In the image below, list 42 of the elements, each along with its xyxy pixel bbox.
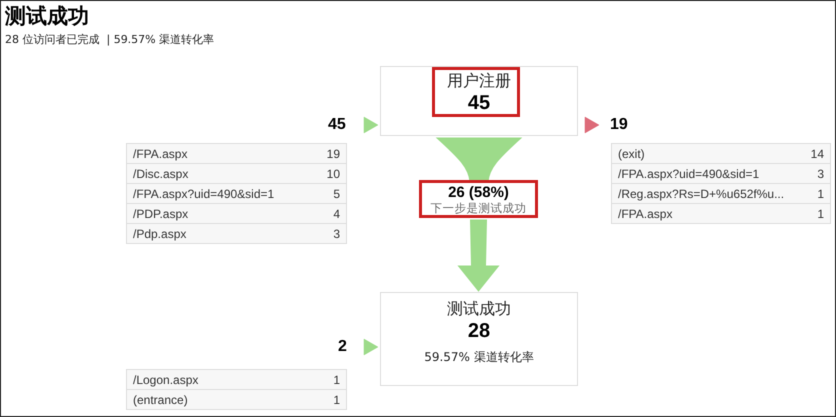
step-name: 用户注册 <box>446 71 512 91</box>
page-path-cell: /Logon.aspx <box>126 370 304 390</box>
exit-arrow <box>584 116 600 134</box>
page-path-cell: (entrance) <box>126 390 304 410</box>
step-name: 测试成功 <box>446 299 512 319</box>
page-path-cell: /Pdp.aspx <box>126 224 315 244</box>
visit-count-cell: 1 <box>802 204 830 224</box>
edge-label: 19 <box>610 116 628 134</box>
conversion-rate: 59.57% 渠道转化率 <box>423 349 535 365</box>
conversion-count: 26 (58%) <box>447 184 510 201</box>
page-path-cell: /Disc.aspx <box>126 164 315 184</box>
page-path-cell: /Reg.aspx?Rs=D+%u652f%u... <box>612 184 803 204</box>
visit-count-cell: 19 <box>314 144 346 164</box>
page-path-cell: /FPA.aspx?uid=490&sid=1 <box>612 164 803 184</box>
edge-label: 45 <box>328 116 346 134</box>
visit-count-cell: 1 <box>802 184 830 204</box>
visit-count-cell: 4 <box>314 204 346 224</box>
subtitle: 28 位访问者已完成 | 59.57% 渠道转化率 <box>5 32 214 47</box>
visit-count-cell: 3 <box>802 164 830 184</box>
page-path-cell: (exit) <box>612 144 803 164</box>
page-path-cell: /PDP.aspx <box>126 204 315 224</box>
entry-arrow <box>364 116 378 134</box>
visitor-count: 28 <box>466 319 492 343</box>
visit-count-cell: 1 <box>303 370 346 390</box>
next-step-note: 下一步是测试成功 <box>430 201 528 215</box>
flow-summary-box <box>419 180 538 218</box>
visit-count-cell: 1 <box>303 390 346 410</box>
page-path-cell: /FPA.aspx <box>612 204 803 224</box>
visit-count-cell: 5 <box>314 184 346 204</box>
edge-label: 2 <box>338 338 347 356</box>
step-box <box>380 66 578 136</box>
visit-count-cell: 10 <box>314 164 346 184</box>
entry-arrow <box>364 338 378 356</box>
visit-count-cell: 14 <box>802 144 830 164</box>
funnel-arrow <box>457 220 500 292</box>
visit-count-cell: 3 <box>314 224 346 244</box>
visitor-count: 45 <box>466 91 492 115</box>
step-box <box>380 292 578 386</box>
page-path-cell: /FPA.aspx?uid=490&sid=1 <box>126 184 315 204</box>
page-path-cell: /FPA.aspx <box>126 144 315 164</box>
funnel-shape <box>436 138 522 182</box>
title: 测试成功 <box>5 4 89 28</box>
